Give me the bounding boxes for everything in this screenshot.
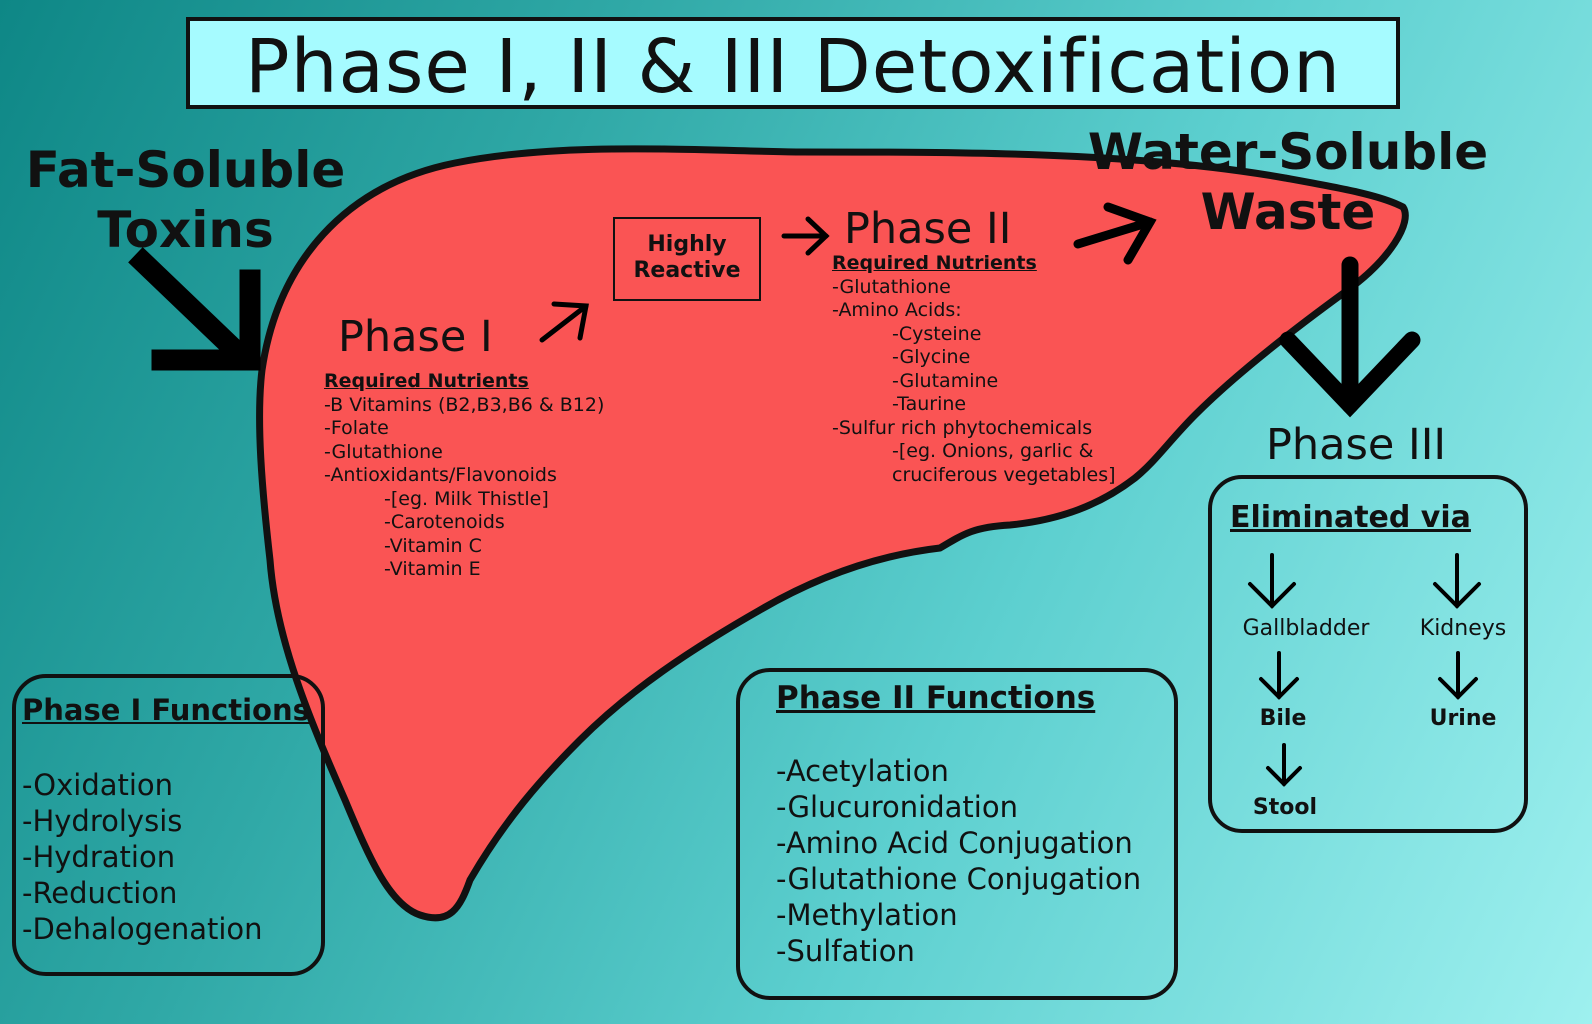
- phase1-function: -Hydration: [22, 840, 176, 874]
- phase1-function: -Oxidation: [22, 768, 174, 802]
- phase1-sub-nutrient: -Vitamin C: [384, 534, 482, 557]
- amino-acid: -Glutamine: [892, 369, 999, 392]
- arrow-kidneys-icon: [1433, 553, 1481, 609]
- elim-urine: Urine: [1429, 706, 1497, 731]
- phase1-nutrient: -B Vitamins (B2,B3,B6 & B12): [324, 393, 605, 416]
- elim-kidneys: Kidneys: [1419, 616, 1507, 641]
- phase2-functions-title: Phase II Functions: [776, 680, 1096, 716]
- reactive-line1: Highly: [647, 232, 727, 257]
- phase2-nutrient: -Amino Acids:: [832, 299, 962, 321]
- output-label-line1: Water-Soluble: [1087, 123, 1489, 181]
- phase1-functions-title: Phase I Functions: [22, 693, 310, 727]
- amino-acid: -Glycine: [892, 346, 971, 368]
- phase1-heading: Phase I: [338, 312, 493, 362]
- phase1-sub-nutrient: -Carotenoids: [384, 511, 505, 533]
- phase2-nutrient: -Sulfur rich phytochemicals: [832, 416, 1093, 439]
- elim-stool: Stool: [1252, 795, 1318, 820]
- phase2-function: -Glucuronidation: [776, 790, 1018, 824]
- phase2-function: -Acetylation: [776, 754, 949, 788]
- arrow-into-liver-icon: [128, 247, 261, 371]
- phase2-function: -Glutathione Conjugation: [776, 862, 1142, 896]
- phase1-sub-nutrient: -Vitamin E: [384, 558, 481, 580]
- arrow-gallbladder-icon: [1248, 553, 1296, 609]
- arrow-phase1-icon: [539, 301, 589, 343]
- arrow-urine-icon: [1438, 651, 1478, 700]
- elimination-title: Eliminated via: [1230, 500, 1471, 535]
- highly-reactive-box: Highly Reactive: [613, 217, 761, 301]
- elimination-panel: [1208, 475, 1528, 833]
- arrow-phase3-icon: [1279, 256, 1421, 418]
- reactive-line2: Reactive: [633, 258, 741, 283]
- phase1-function: -Reduction: [22, 876, 178, 910]
- arrow-stool-icon: [1266, 743, 1302, 787]
- page-title: Phase I, II & III Detoxification: [244, 24, 1341, 110]
- phase1-nutrients-title: Required Nutrients: [324, 370, 529, 392]
- input-label-line2: Toxins: [97, 201, 274, 259]
- phase3-heading: Phase III: [1266, 420, 1447, 470]
- elim-bile: Bile: [1259, 706, 1307, 731]
- phase1-sub-nutrient: -[eg. Milk Thistle]: [384, 487, 549, 510]
- output-label: Water-Soluble Waste: [1078, 122, 1498, 242]
- phase1-functions-panel: [12, 674, 325, 976]
- arrow-bile-icon: [1259, 651, 1299, 700]
- phase2-function: -Sulfation: [776, 934, 915, 968]
- input-label: Fat-Soluble Toxins: [18, 140, 353, 260]
- phase2-nutrient: -Glutathione: [832, 275, 951, 298]
- sulfur-example: -[eg. Onions, garlic &: [892, 440, 1094, 462]
- phase1-function: -Dehalogenation: [22, 912, 263, 946]
- amino-acid: -Taurine: [892, 393, 967, 415]
- phase2-function: -Methylation: [776, 898, 958, 932]
- phase1-nutrient: -Folate: [324, 417, 389, 439]
- phase2-nutrients: Required Nutrients -Glutathione -Amino A…: [832, 252, 1162, 487]
- phase1-nutrient: -Antioxidants/Flavonoids: [324, 464, 557, 486]
- arrow-phase2-icon: [1073, 202, 1157, 265]
- arrow-reactive-icon: [781, 216, 830, 256]
- output-label-line2: Waste: [1200, 183, 1376, 241]
- phase1-functions-list: -Oxidation -Hydrolysis -Hydration -Reduc…: [22, 767, 263, 947]
- phase1-nutrients: Required Nutrients -B Vitamins (B2,B3,B6…: [324, 370, 654, 582]
- phase2-heading: Phase II: [844, 204, 1012, 254]
- phase2-functions-panel: [736, 668, 1178, 1000]
- elim-gallbladder: Gallbladder: [1242, 616, 1370, 641]
- phase2-nutrients-title: Required Nutrients: [832, 252, 1037, 274]
- amino-acid: -Cysteine: [892, 322, 982, 345]
- sulfur-example: cruciferous vegetables]: [892, 463, 1116, 486]
- liver-shape: [256, 145, 1409, 922]
- phase1-nutrient: -Glutathione: [324, 440, 443, 463]
- phase1-function: -Hydrolysis: [22, 804, 183, 838]
- phase2-function: -Amino Acid Conjugation: [776, 826, 1133, 860]
- title-banner: Phase I, II & III Detoxification: [186, 17, 1400, 110]
- input-label-line1: Fat-Soluble: [25, 141, 346, 199]
- phase2-functions-list: -Acetylation -Glucuronidation -Amino Aci…: [776, 753, 1141, 969]
